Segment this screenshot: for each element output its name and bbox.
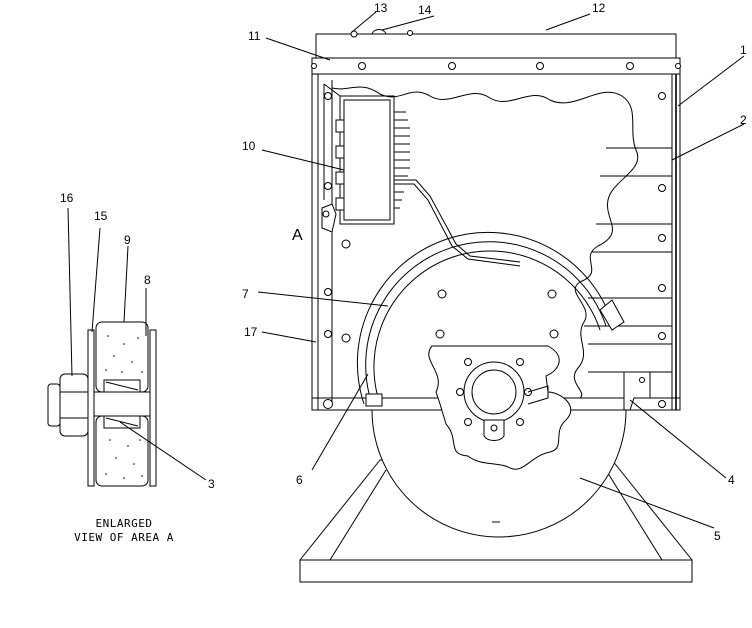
callout-1: 1 — [740, 43, 747, 57]
top-strip-bolts — [358, 62, 634, 70]
callout-13: 13 — [374, 1, 388, 15]
right-panel-bolts — [658, 92, 666, 408]
rotor-hub — [456, 358, 532, 441]
top-cover — [315, 33, 677, 59]
callout-2: 2 — [740, 113, 747, 127]
callout-7: 7 — [242, 287, 249, 301]
heatsink-fins — [394, 111, 410, 209]
regulator-module — [321, 83, 521, 267]
callout-9: 9 — [124, 233, 131, 247]
callout-12: 12 — [592, 1, 606, 15]
caption-line-2: VIEW OF AREA A — [74, 531, 174, 544]
callout-10: 10 — [242, 139, 256, 153]
wire-loom-ring — [356, 231, 625, 407]
leader-lines — [257, 11, 745, 529]
isolator-speckle — [105, 335, 143, 479]
callout-15: 15 — [94, 209, 108, 223]
callout-3: 3 — [208, 477, 215, 491]
left-panel-bolts — [323, 92, 333, 409]
top-hardware — [350, 29, 413, 38]
generator-housing — [371, 409, 627, 538]
callout-5: 5 — [714, 529, 721, 543]
callout-8: 8 — [144, 273, 151, 287]
callout-11: 11 — [248, 29, 261, 43]
enlarged-view-area-a — [47, 207, 207, 487]
callout-6: 6 — [296, 473, 303, 487]
callout-16: 16 — [60, 191, 74, 205]
callout-4: 4 — [728, 473, 735, 487]
callout-17: 17 — [244, 325, 258, 339]
panel-hex-bolts — [341, 239, 559, 343]
callout-14: 14 — [418, 3, 432, 17]
callout-labels: 1 2 3 4 5 6 7 8 9 10 11 12 13 14 15 16 1… — [60, 1, 747, 544]
caption-line-1: ENLARGED — [96, 517, 153, 530]
area-a-marker: A — [292, 227, 303, 244]
